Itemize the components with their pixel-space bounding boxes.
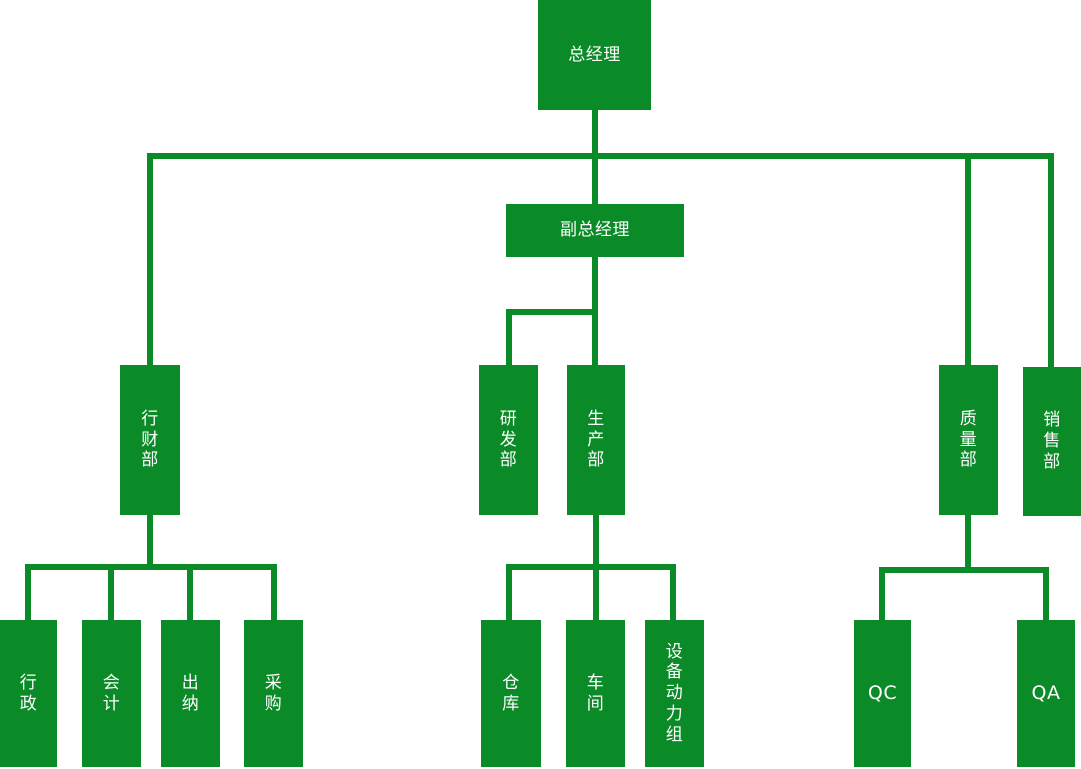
org-node-prod[interactable]: 生 产 部 bbox=[567, 365, 625, 515]
org-node-label-qc: QC bbox=[867, 681, 898, 704]
org-node-workshop[interactable]: 车 间 bbox=[566, 620, 625, 767]
org-node-label-equipment: 设 备 动 力 组 bbox=[665, 641, 684, 745]
org-node-sales[interactable]: 销 售 部 bbox=[1023, 367, 1081, 516]
org-node-purchase[interactable]: 采 购 bbox=[244, 620, 303, 767]
connector-drop-acct bbox=[108, 564, 114, 623]
org-node-qa[interactable]: QA bbox=[1017, 620, 1075, 767]
connector-drop-warehouse bbox=[506, 564, 512, 623]
connector-drop-purchase bbox=[271, 564, 277, 623]
connector-bus-to-sales bbox=[1048, 153, 1054, 370]
org-node-label-cashier: 出 纳 bbox=[181, 672, 200, 714]
org-node-label-admin: 行 政 bbox=[19, 672, 38, 714]
connector-admin-fin-child-bus bbox=[25, 564, 277, 570]
org-node-label-rnd: 研 发 部 bbox=[499, 408, 518, 471]
connector-drop-workshop bbox=[593, 564, 599, 623]
org-node-label-sales: 销 售 部 bbox=[1043, 410, 1061, 472]
org-node-label-quality: 质 量 部 bbox=[959, 408, 978, 471]
org-node-label-acct: 会 计 bbox=[102, 672, 121, 714]
org-node-gm[interactable]: 总经理 bbox=[538, 0, 651, 110]
org-node-admin_fin[interactable]: 行 财 部 bbox=[120, 365, 180, 515]
connector-prod-stem-down bbox=[593, 515, 599, 570]
org-node-label-vgm: 副总经理 bbox=[560, 220, 630, 241]
org-node-rnd[interactable]: 研 发 部 bbox=[479, 365, 538, 515]
connector-drop-equipment bbox=[670, 564, 676, 623]
org-node-admin[interactable]: 行 政 bbox=[0, 620, 57, 767]
connector-gm-stem-down bbox=[592, 110, 598, 157]
org-node-label-warehouse: 仓 库 bbox=[502, 672, 520, 714]
connector-drop-qc bbox=[879, 567, 885, 623]
connector-prod-child-bus bbox=[506, 564, 676, 570]
org-node-label-admin_fin: 行 财 部 bbox=[141, 408, 159, 471]
org-node-quality[interactable]: 质 量 部 bbox=[939, 365, 998, 515]
connector-vgm-sub-bus bbox=[506, 309, 598, 315]
connector-admin-fin-stem-down bbox=[147, 515, 153, 570]
org-node-equipment[interactable]: 设 备 动 力 组 bbox=[645, 620, 704, 767]
org-node-cashier[interactable]: 出 纳 bbox=[161, 620, 220, 767]
connector-bus-to-vgm bbox=[592, 153, 598, 207]
connector-quality-child-bus bbox=[879, 567, 1049, 573]
org-node-label-qa: QA bbox=[1031, 681, 1061, 704]
org-node-acct[interactable]: 会 计 bbox=[82, 620, 141, 767]
connector-drop-admin bbox=[25, 564, 31, 623]
org-node-label-prod: 生 产 部 bbox=[587, 408, 605, 471]
org-node-vgm[interactable]: 副总经理 bbox=[506, 204, 684, 257]
connector-bus-to-quality bbox=[965, 153, 971, 368]
org-node-qc[interactable]: QC bbox=[854, 620, 911, 767]
org-node-label-workshop: 车 间 bbox=[586, 672, 605, 714]
connector-quality-stem-down bbox=[965, 515, 971, 570]
connector-top-bus-horizontal bbox=[150, 153, 1053, 159]
connector-drop-qa bbox=[1043, 567, 1049, 623]
connector-drop-cashier bbox=[187, 564, 193, 623]
org-node-label-purchase: 采 购 bbox=[264, 672, 283, 714]
connector-bus-to-admin-fin bbox=[147, 153, 153, 368]
org-node-label-gm: 总经理 bbox=[568, 44, 621, 65]
connector-vgm-sub-to-rnd bbox=[506, 309, 512, 368]
org-node-warehouse[interactable]: 仓 库 bbox=[481, 620, 541, 767]
